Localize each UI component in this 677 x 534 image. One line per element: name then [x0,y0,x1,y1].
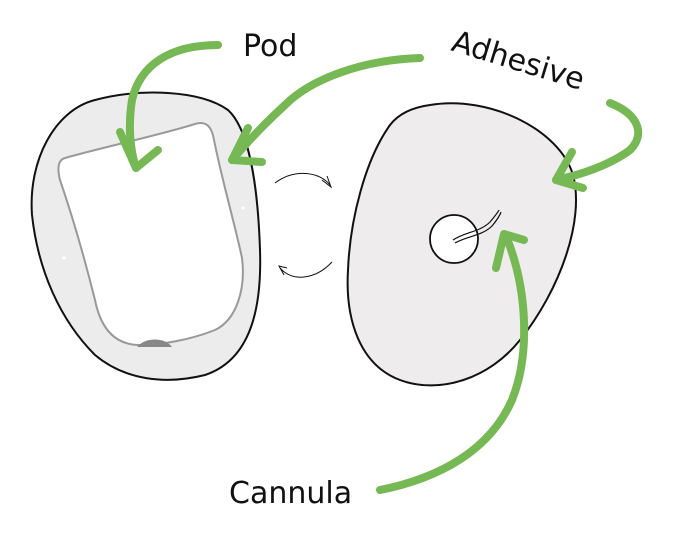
pod-inner-window [57,122,244,347]
adhesive-arrow-left-head [228,124,266,166]
callout-arrows [116,41,643,494]
flip-arrows-icon [274,172,333,278]
adhesive [346,102,577,387]
cannula-label: Cannula [229,476,352,511]
adhesive-arrow-right [552,99,643,184]
adhesive-arrow-right-head [552,148,587,192]
pod-dot [62,256,66,260]
pod [30,91,262,381]
pod-bottom-tab [137,339,172,347]
adhesive-arrow-left [228,54,424,164]
adhesive-label: Adhesive [448,24,589,97]
cannula-arrow-head [492,230,528,272]
pod-dot [241,206,245,210]
cannula-needle [452,209,502,244]
pod-label: Pod [243,29,297,64]
pod-arrow-head [116,128,162,172]
cannula-arrow [376,232,529,494]
